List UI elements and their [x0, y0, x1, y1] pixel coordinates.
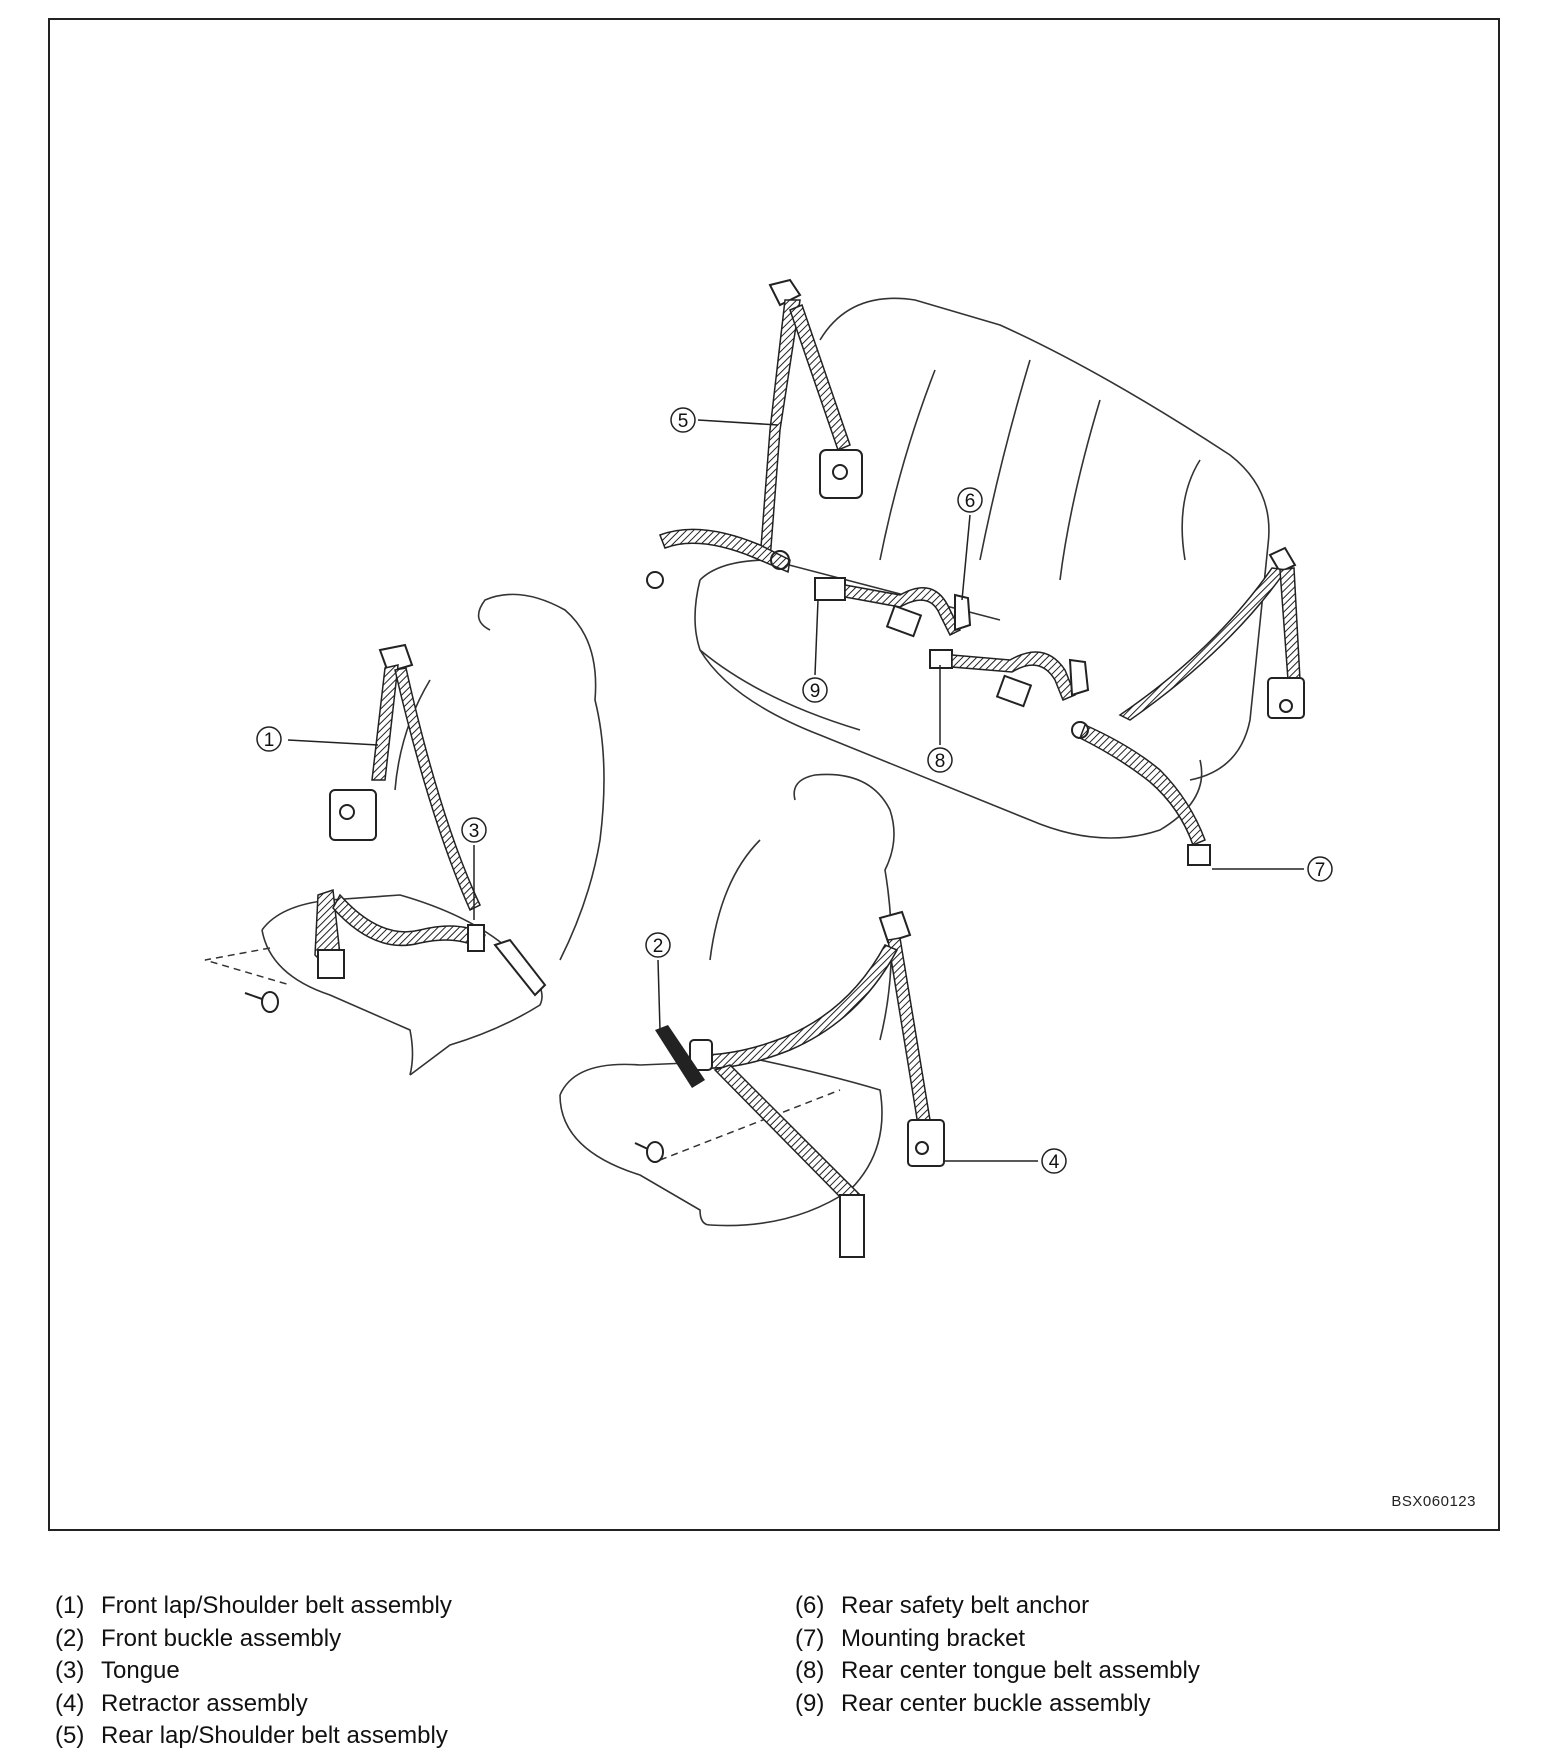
legend-number: (7)	[795, 1624, 825, 1652]
legend-number: (2)	[55, 1624, 85, 1652]
front-left-seat	[261, 593, 605, 1076]
legend-item: (3) Tongue	[55, 1655, 452, 1688]
callout-4-number: 4	[1049, 1152, 1060, 1173]
front-left-floor-dash	[204, 947, 291, 986]
legend-text: Rear lap/Shoulder belt assembly	[101, 1722, 448, 1749]
legend-text: Mounting bracket	[841, 1624, 1026, 1652]
rear-left-belt	[646, 278, 863, 589]
legend-text: Rear center tongue belt assembly	[841, 1657, 1200, 1684]
legend-text: Rear center buckle assembly	[841, 1689, 1151, 1717]
callout-5-number: 5	[678, 411, 689, 432]
legend-item: (2) Front buckle assembly	[55, 1623, 452, 1656]
legend-number: (3)	[55, 1657, 85, 1684]
legend-item: (8) Rear center tongue belt assembly	[795, 1655, 1200, 1688]
rear-center-belts	[814, 577, 1090, 708]
callout-4: 4	[945, 1148, 1067, 1174]
callout-1-number: 1	[264, 730, 275, 751]
legend-item: (9) Rear center buckle assembly	[795, 1688, 1200, 1721]
legend-number: (6)	[795, 1592, 825, 1619]
legend-text: Tongue	[101, 1657, 180, 1684]
callout-8: 8	[927, 665, 953, 773]
legend-number: (1)	[55, 1592, 85, 1619]
callout-9-number: 9	[810, 681, 821, 702]
front-right-floor-dash	[659, 1089, 841, 1161]
rear-bench-seat	[694, 297, 1270, 839]
legend-item: (7) Mounting bracket	[795, 1623, 1200, 1656]
legend-item: (4) Retractor assembly	[55, 1688, 452, 1721]
figure-frame	[48, 18, 1500, 1531]
legend-number: (5)	[55, 1722, 85, 1749]
callout-6: 6	[957, 487, 983, 601]
callout-2: 2	[645, 932, 671, 1031]
legend-item: (6) Rear safety belt anchor	[795, 1590, 1200, 1623]
legend-text: Front buckle assembly	[101, 1624, 342, 1652]
legend-right-column: (6) Rear safety belt anchor (7) Mounting b…	[795, 1590, 1200, 1720]
legend-text: Front lap/Shoulder belt assembly	[101, 1592, 452, 1619]
legend-text: Retractor assembly	[101, 1689, 308, 1717]
rear-right-belt	[1071, 546, 1305, 866]
front-left-bolt	[244, 991, 279, 1013]
callout-9: 9	[802, 599, 828, 703]
front-right-belt	[655, 910, 945, 1258]
legend-number: (9)	[795, 1689, 825, 1717]
callout-3-number: 3	[469, 821, 480, 842]
callout-5: 5	[670, 407, 779, 433]
front-right-bolt	[634, 1141, 664, 1163]
callout-3: 3	[461, 817, 487, 920]
callout-1: 1	[256, 726, 379, 752]
legend-number: (4)	[55, 1689, 85, 1717]
callout-6-number: 6	[965, 491, 976, 512]
legend-left-column: (1) Front lap/Shoulder belt assembly (2) F…	[55, 1590, 452, 1753]
callout-7-number: 7	[1315, 860, 1326, 881]
legend-item: (1) Front lap/Shoulder belt assembly	[55, 1590, 452, 1623]
front-left-belt	[314, 643, 547, 997]
legend-item: (5) Rear lap/Shoulder belt assembly	[55, 1720, 452, 1753]
legend-number: (8)	[795, 1657, 825, 1684]
callout-7: 7	[1212, 856, 1333, 882]
legend-text: Rear safety belt anchor	[841, 1592, 1090, 1619]
callout-8-number: 8	[935, 751, 946, 772]
callout-2-number: 2	[653, 936, 664, 957]
figure-code: BSX060123	[1391, 1493, 1476, 1510]
